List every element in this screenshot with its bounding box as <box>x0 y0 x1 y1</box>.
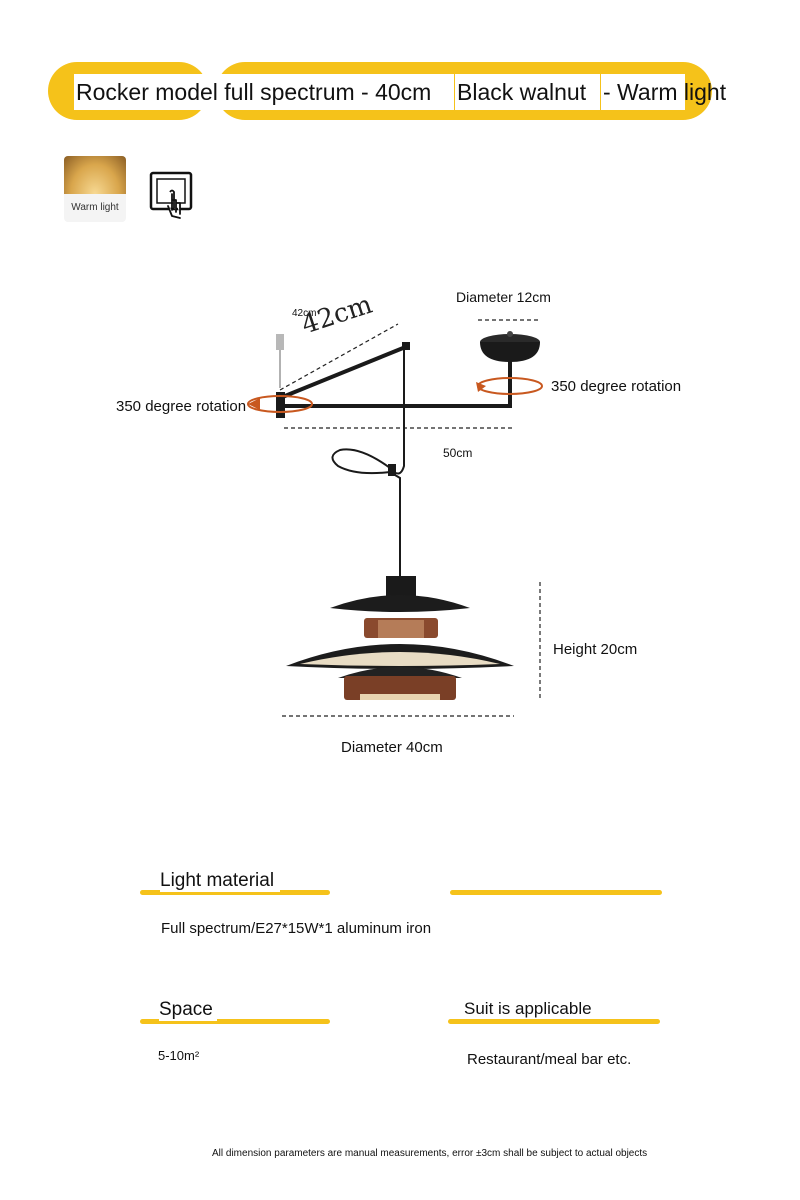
arm-42-dimension-line <box>279 323 399 391</box>
rotation-arrow-right <box>476 377 543 395</box>
material-underline-right <box>450 890 662 895</box>
swing-arm-diagonal <box>279 344 409 400</box>
suit-value: Restaurant/meal bar etc. <box>467 1051 632 1068</box>
suit-underline <box>448 1019 660 1024</box>
cord-clip <box>388 464 396 476</box>
light-color-swatch[interactable]: Warm light <box>64 156 126 222</box>
power-cord <box>331 350 405 580</box>
shade-diameter-label: Diameter 40cm <box>341 739 443 756</box>
space-underline <box>140 1019 330 1024</box>
title-model: Rocker model full spectrum - 40cm <box>74 74 454 110</box>
footnote: All dimension parameters are manual meas… <box>212 1148 648 1159</box>
space-value: 5-10m² <box>158 1048 200 1063</box>
rotation-right-label: 350 degree rotation <box>551 378 682 395</box>
pendant-shade <box>286 576 514 700</box>
canopy-diameter-label: Diameter 12cm <box>456 289 551 305</box>
mount-screw <box>276 334 284 388</box>
wall-post <box>276 392 285 418</box>
suit-title: Suit is applicable <box>464 999 596 1019</box>
rotation-left-label: 350 degree rotation <box>116 398 247 415</box>
rotation-arrow-left <box>247 395 313 413</box>
warm-light-glow <box>64 156 126 194</box>
material-underline-left <box>140 890 330 895</box>
arm-42-small-label: 42cm <box>292 308 317 319</box>
arm-tip <box>402 342 410 350</box>
switch-touch-icon <box>149 171 193 219</box>
shade-height-label: Height 20cm <box>553 641 638 658</box>
material-title: Light material <box>160 870 281 892</box>
swatch-label: Warm light <box>71 202 119 213</box>
ceiling-canopy <box>480 331 540 362</box>
space-title: Space <box>159 999 217 1021</box>
title-light: - Warm light <box>601 74 726 110</box>
title-finish: Black walnut <box>455 74 600 110</box>
lamp-diagram <box>247 319 543 717</box>
material-value: Full spectrum/E27*15W*1 aluminum iron <box>161 920 432 937</box>
arm-50-label: 50cm <box>443 446 473 460</box>
